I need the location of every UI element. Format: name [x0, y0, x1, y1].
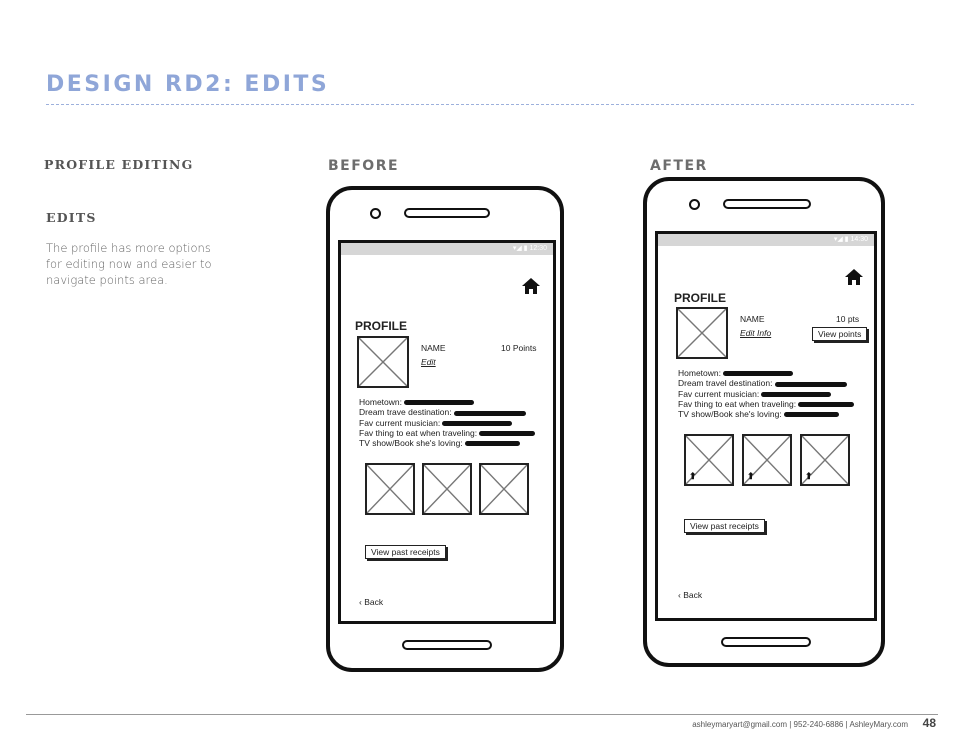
back-label: Back: [683, 590, 703, 600]
upload-icon[interactable]: ⬆︎: [689, 471, 697, 481]
profile-info: Hometown: Dream travel destination: Fav …: [678, 368, 855, 420]
photo-placeholder[interactable]: ⬆︎: [800, 434, 850, 486]
name-label: NAME: [421, 343, 446, 353]
camera-icon: [689, 199, 700, 210]
edit-link[interactable]: Edit: [421, 357, 436, 367]
scribble: [464, 441, 520, 447]
status-bar: ▾◢ ▮ 12:30: [341, 243, 553, 255]
home-button-bar: [721, 637, 811, 647]
home-icon[interactable]: [844, 268, 864, 286]
home-button-bar: [402, 640, 492, 650]
avatar-placeholder: [357, 336, 409, 388]
photo-placeholder[interactable]: [479, 463, 529, 515]
upload-icon[interactable]: ⬆︎: [747, 471, 755, 481]
chevron-left-icon: ‹: [678, 590, 681, 600]
profile-title: PROFILE: [355, 319, 408, 333]
subsection-heading: EDITS: [46, 210, 97, 225]
view-past-receipts-button[interactable]: View past receipts: [365, 545, 446, 559]
edit-info-link[interactable]: Edit Info: [740, 328, 772, 338]
musician-label: Fav current musician:: [678, 388, 760, 399]
scribble: [442, 420, 513, 426]
scribble: [783, 412, 839, 418]
profile-title: PROFILE: [674, 291, 727, 305]
tv-book-label: TV show/Book she's loving:: [678, 409, 782, 420]
speaker-icon: [723, 199, 811, 209]
chevron-left-icon: ‹: [359, 597, 362, 607]
dashed-divider: [46, 104, 914, 105]
points-label: 10 Points: [501, 343, 537, 353]
hometown-label: Hometown:: [359, 397, 402, 407]
before-phone-frame: ▾◢ ▮ 12:30 PROFILE NAME 10 Points Edit H…: [326, 186, 564, 672]
scribble: [479, 431, 536, 437]
before-screen: ▾◢ ▮ 12:30 PROFILE NAME 10 Points Edit H…: [338, 240, 556, 624]
tv-book-label: TV show/Book she's loving:: [359, 438, 463, 449]
status-bar: ▾◢ ▮ 14:30: [658, 234, 874, 246]
scribble: [774, 381, 847, 387]
scribble: [761, 391, 832, 397]
dream-destination-label: Dream trave destination:: [359, 407, 452, 418]
footer-divider: [26, 714, 938, 715]
photo-placeholder[interactable]: ⬆︎: [742, 434, 792, 486]
view-past-receipts-button[interactable]: View past receipts: [684, 519, 765, 533]
page-number: 48: [922, 716, 936, 730]
avatar-placeholder: [676, 307, 728, 359]
back-button[interactable]: ‹ Back: [359, 597, 383, 607]
after-heading: AFTER: [650, 158, 708, 174]
points-label: 10 pts: [836, 314, 860, 324]
food-label: Fav thing to eat when traveling:: [678, 398, 797, 409]
name-label: NAME: [740, 314, 765, 324]
scribble: [453, 410, 526, 416]
view-points-button[interactable]: View points: [812, 327, 868, 341]
photo-placeholder[interactable]: [365, 463, 415, 515]
after-phone-frame: ▾◢ ▮ 14:30 PROFILE NAME 10 pts Edit Info…: [643, 177, 885, 667]
musician-label: Fav current musician:: [359, 417, 441, 428]
scribble: [798, 402, 855, 408]
upload-icon[interactable]: ⬆︎: [805, 471, 813, 481]
back-button[interactable]: ‹ Back: [678, 590, 702, 600]
page-title: DESIGN RD2: EDITS: [46, 72, 330, 97]
scribble: [404, 400, 474, 406]
back-label: Back: [364, 597, 384, 607]
hometown-label: Hometown:: [678, 368, 721, 378]
photo-placeholder[interactable]: [422, 463, 472, 515]
description-text: The profile has more options for editing…: [46, 241, 212, 287]
section-heading: PROFILE EDITING: [44, 157, 194, 172]
profile-info: Hometown: Dream trave destination: Fav c…: [359, 397, 536, 449]
food-label: Fav thing to eat when traveling:: [359, 427, 478, 438]
scribble: [723, 371, 793, 377]
after-screen: ▾◢ ▮ 14:30 PROFILE NAME 10 pts Edit Info…: [655, 231, 877, 621]
camera-icon: [370, 208, 381, 219]
photo-placeholder[interactable]: ⬆︎: [684, 434, 734, 486]
footer-contact: ashleymaryart@gmail.com | 952-240-6886 |…: [692, 720, 908, 729]
home-icon[interactable]: [521, 277, 541, 295]
dream-destination-label: Dream travel destination:: [678, 378, 773, 389]
speaker-icon: [404, 208, 490, 218]
before-heading: BEFORE: [328, 158, 400, 174]
